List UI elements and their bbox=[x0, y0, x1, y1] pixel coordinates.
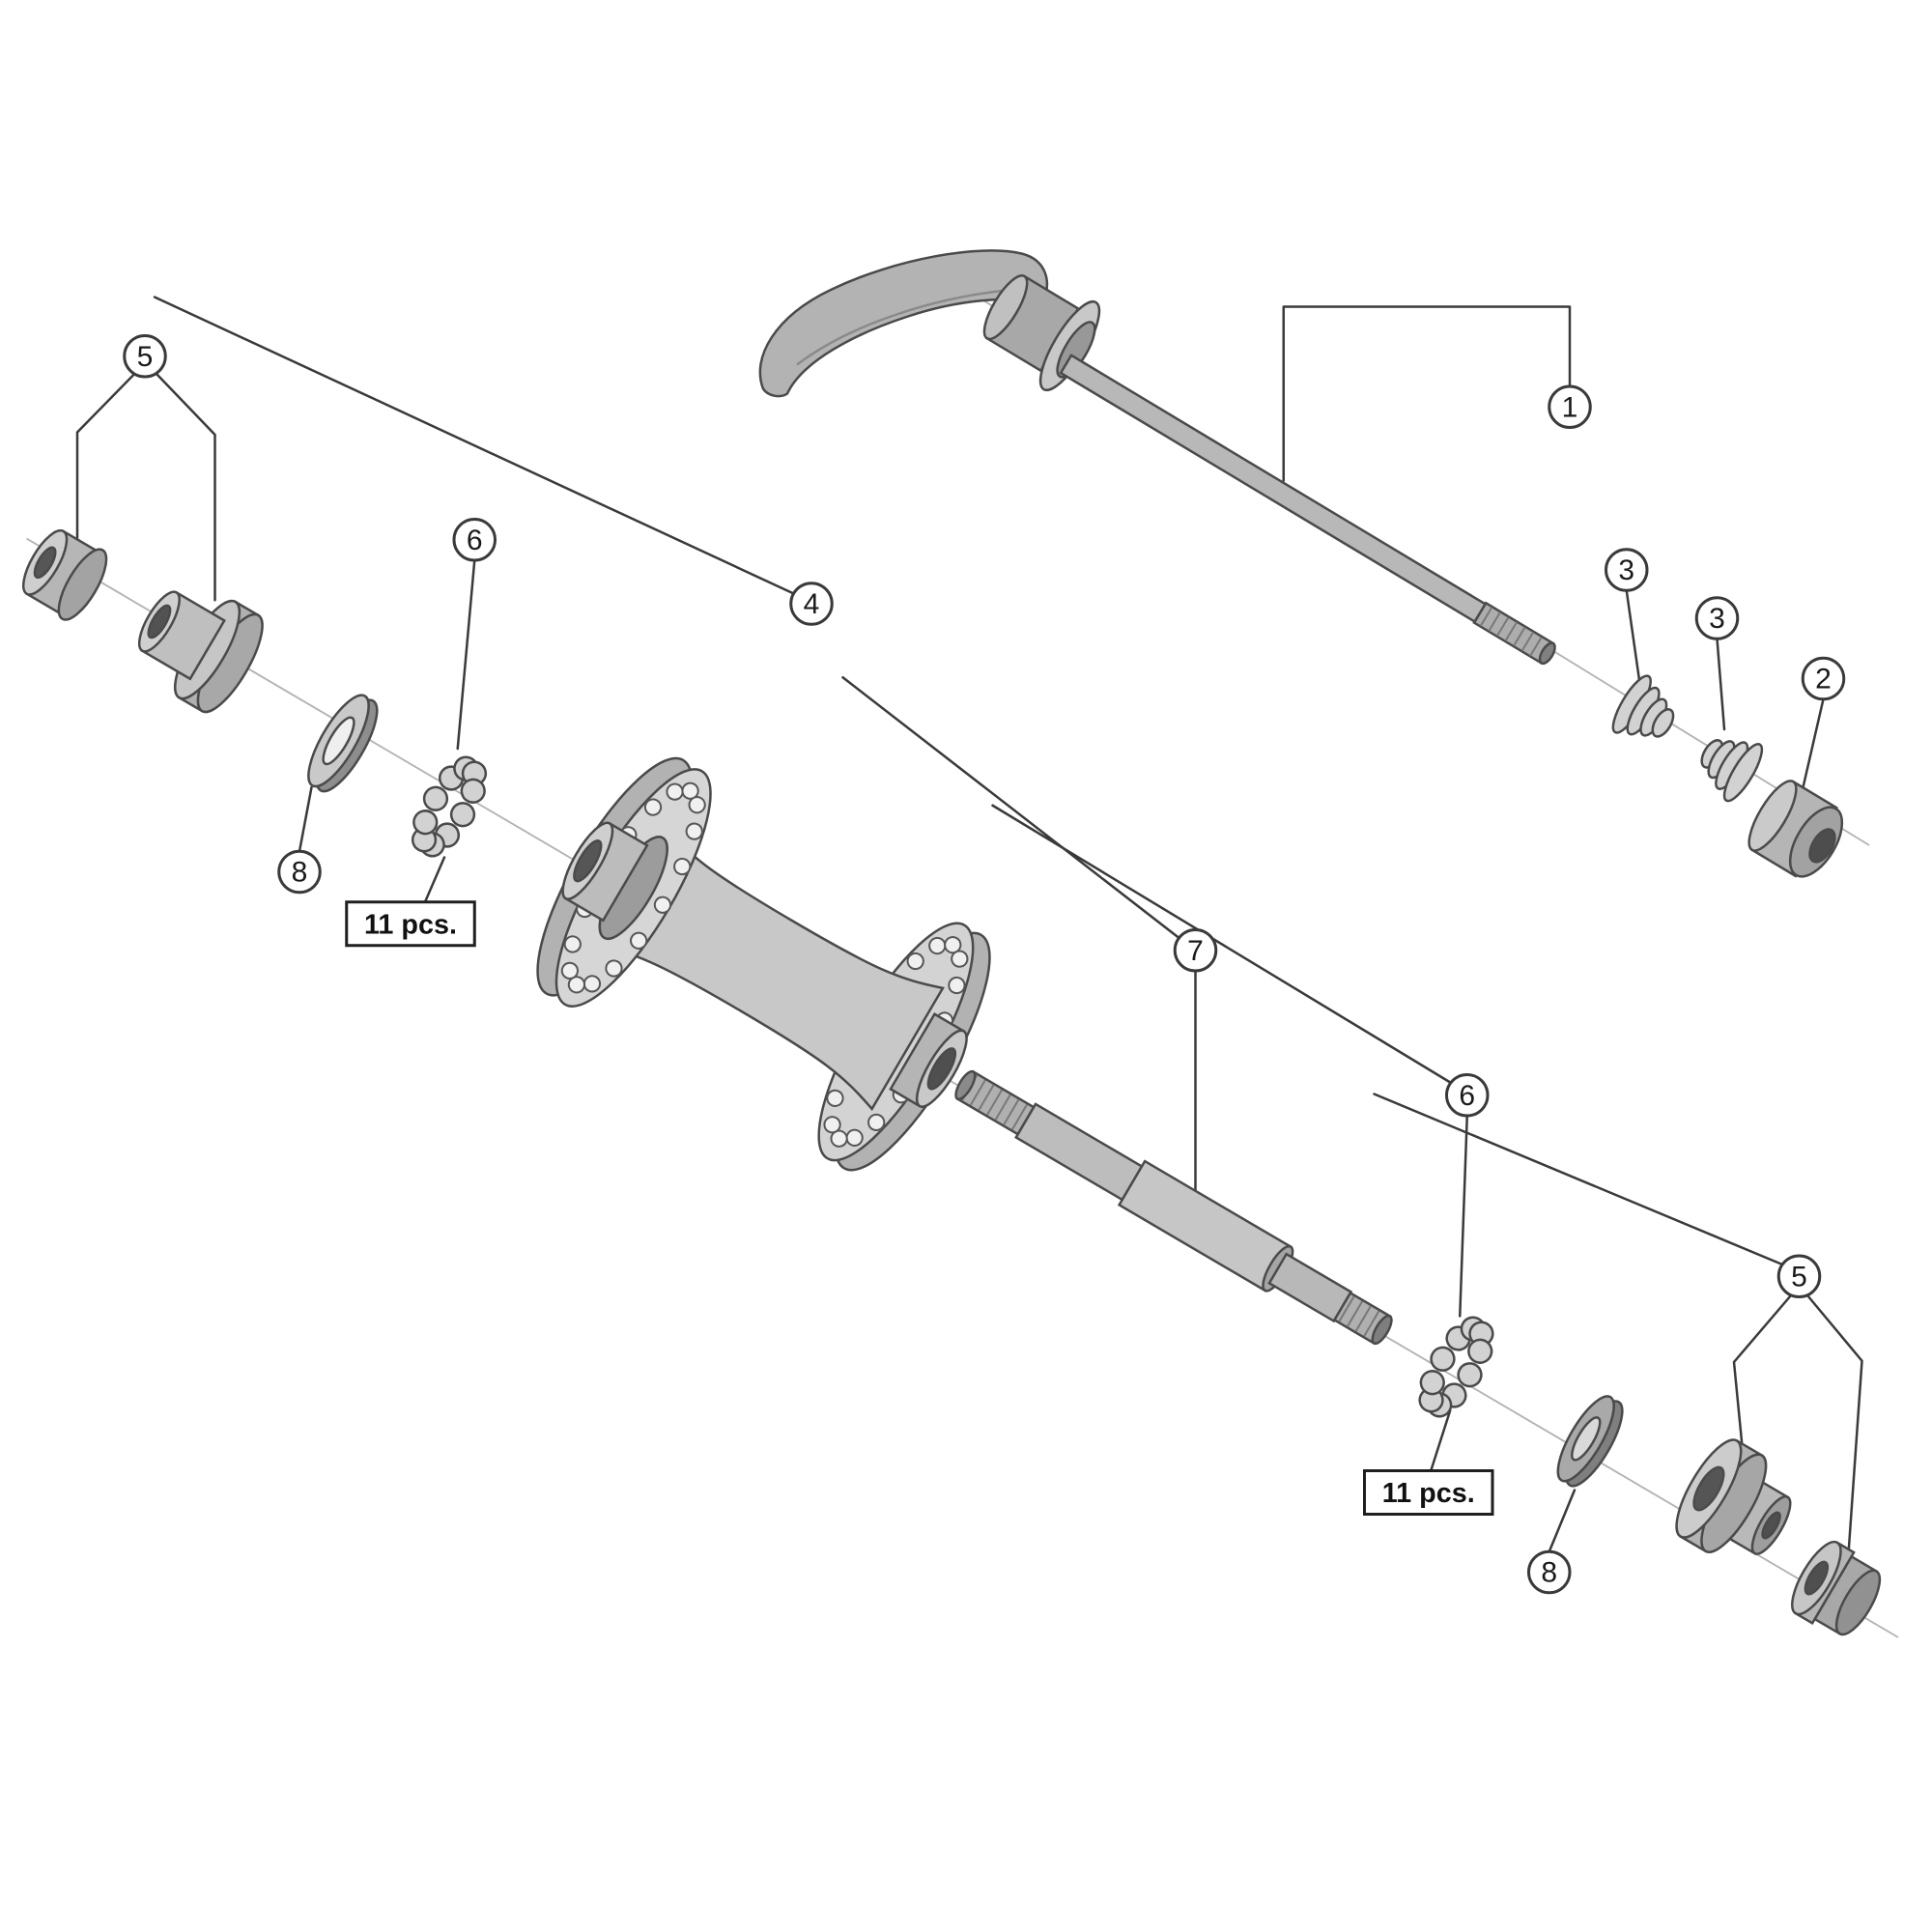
callout-8-bottom: 8 bbox=[1527, 1549, 1572, 1595]
callout-3-right: 3 bbox=[1694, 596, 1740, 640]
svg-text:3: 3 bbox=[1709, 603, 1725, 635]
leader-qty-top bbox=[423, 856, 446, 903]
hub-dust-cap bbox=[21, 528, 108, 621]
qty-label-top: 11 pcs. bbox=[345, 900, 476, 948]
leader-8-top bbox=[298, 785, 313, 853]
leader-7-diag bbox=[841, 676, 1182, 941]
svg-text:7: 7 bbox=[1187, 935, 1204, 967]
hub-lock-nut-left bbox=[137, 590, 264, 714]
qr-spring-right bbox=[1700, 739, 1764, 803]
hub-cone-right bbox=[1675, 1438, 1792, 1555]
svg-text:8: 8 bbox=[292, 857, 308, 889]
ball-retainer-left bbox=[411, 755, 488, 858]
axle-nut-right bbox=[1791, 1540, 1882, 1636]
svg-text:6: 6 bbox=[1459, 1080, 1475, 1112]
callout-7: 7 bbox=[1173, 928, 1218, 973]
qr-lever-body bbox=[982, 274, 1101, 392]
seal-washer-right bbox=[1556, 1395, 1624, 1488]
qr-skewer-rod bbox=[1059, 354, 1556, 666]
leader-4 bbox=[153, 296, 794, 594]
svg-text:11 pcs.: 11 pcs. bbox=[1382, 1478, 1475, 1509]
callout-1: 1 bbox=[1548, 384, 1592, 429]
leader-8-bottom bbox=[1548, 1489, 1577, 1553]
leader-lines bbox=[75, 296, 1863, 1553]
leader-1 bbox=[1282, 305, 1572, 482]
qr-spring-left bbox=[1611, 674, 1675, 738]
callout-6-bottom: 6 bbox=[1445, 1073, 1490, 1118]
callout-2: 2 bbox=[1801, 656, 1846, 701]
svg-text:5: 5 bbox=[1791, 1261, 1807, 1293]
ball-retainer-right bbox=[1418, 1316, 1494, 1418]
leader-qty-bottom bbox=[1430, 1408, 1452, 1472]
svg-text:1: 1 bbox=[1562, 391, 1578, 423]
callout-5-top: 5 bbox=[123, 334, 167, 379]
svg-text:3: 3 bbox=[1618, 554, 1634, 586]
callout-3-left: 3 bbox=[1605, 548, 1649, 592]
qr-end-nut bbox=[1747, 780, 1844, 878]
leader-6-top bbox=[456, 558, 476, 751]
svg-text:2: 2 bbox=[1815, 664, 1832, 696]
leader-5-bottom-a bbox=[1732, 1294, 1792, 1463]
leader-5-bottom-diag bbox=[1373, 1093, 1786, 1267]
svg-text:11 pcs.: 11 pcs. bbox=[364, 909, 457, 940]
callout-8-top: 8 bbox=[277, 849, 322, 895]
leader-3-left bbox=[1625, 589, 1641, 685]
leader-5-top-b bbox=[155, 372, 216, 602]
svg-text:5: 5 bbox=[137, 341, 154, 373]
leader-6-bottom-drop bbox=[1459, 1114, 1468, 1318]
callout-6-top: 6 bbox=[452, 518, 497, 562]
qty-label-bottom: 11 pcs. bbox=[1363, 1469, 1494, 1516]
seal-washer-left bbox=[307, 694, 379, 793]
front-axle bbox=[954, 1069, 1393, 1346]
leader-3-right bbox=[1716, 638, 1726, 731]
svg-text:6: 6 bbox=[467, 525, 483, 556]
callout-5-bottom: 5 bbox=[1776, 1254, 1822, 1298]
leader-5-top-a bbox=[75, 372, 137, 548]
quick-release-skewer bbox=[758, 249, 1556, 666]
leader-5-bottom-b bbox=[1806, 1294, 1863, 1552]
hub-body bbox=[536, 756, 991, 1172]
callout-4: 4 bbox=[789, 582, 834, 626]
leader-2 bbox=[1802, 697, 1825, 790]
svg-text:8: 8 bbox=[1541, 1557, 1557, 1589]
leader-6-bottom-diag bbox=[991, 804, 1453, 1085]
svg-text:4: 4 bbox=[804, 588, 820, 620]
